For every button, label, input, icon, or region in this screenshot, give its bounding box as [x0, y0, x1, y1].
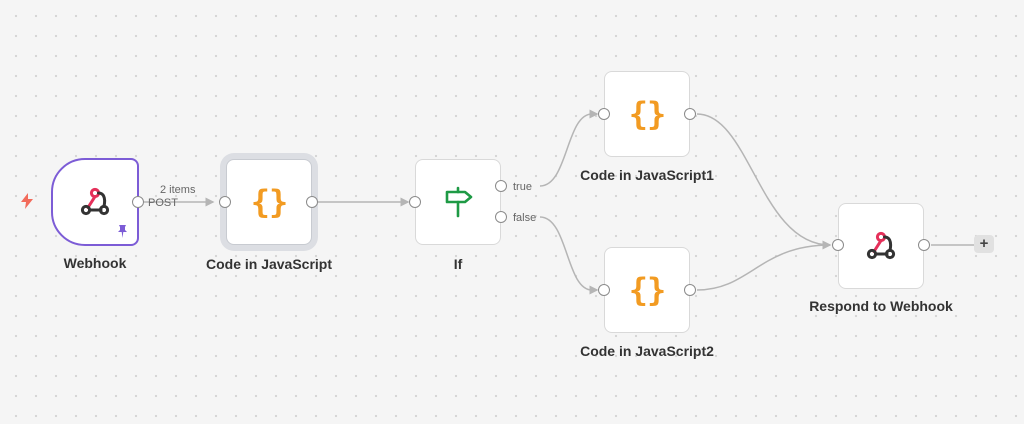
connection-code2-to-respond[interactable] [696, 244, 831, 291]
if-input-handle[interactable] [409, 196, 421, 208]
webhook-output-handle[interactable] [132, 196, 144, 208]
connection-if-false-to-code2[interactable] [539, 216, 599, 295]
node-code-in-javascript1[interactable]: {} [604, 71, 690, 157]
node-code-in-javascript2[interactable]: {} [604, 247, 690, 333]
edge-items-label: 2 items [160, 184, 196, 196]
signpost-icon [445, 186, 473, 218]
code-braces-icon: {} [250, 183, 289, 221]
code-output-handle[interactable] [306, 196, 318, 208]
node-label-code2: Code in JavaScript2 [580, 343, 714, 359]
node-code-in-javascript[interactable]: {} [226, 159, 312, 245]
node-label-if: If [453, 256, 463, 272]
respond-output-handle[interactable] [918, 239, 930, 251]
if-false-output-handle[interactable] [495, 211, 507, 223]
node-label-code1: Code in JavaScript1 [580, 167, 714, 183]
webhook-icon [80, 187, 110, 216]
webhook-icon [866, 231, 896, 260]
node-label-respond: Respond to Webhook [809, 298, 953, 314]
trigger-bolt-icon [21, 193, 33, 209]
code-input-handle[interactable] [219, 196, 231, 208]
code-braces-icon: {} [628, 95, 667, 133]
if-false-label: false [513, 212, 537, 224]
if-true-label: true [513, 181, 532, 193]
code2-output-handle[interactable] [684, 284, 696, 296]
pin-icon [118, 225, 127, 238]
if-true-output-handle[interactable] [495, 180, 507, 192]
node-respond-to-webhook[interactable] [838, 203, 924, 289]
node-label-webhook: Webhook [63, 255, 127, 271]
respond-input-handle[interactable] [832, 239, 844, 251]
node-label-code: Code in JavaScript [205, 256, 333, 272]
connection-if-true-to-code1[interactable] [539, 109, 599, 187]
code2-input-handle[interactable] [598, 284, 610, 296]
code1-input-handle[interactable] [598, 108, 610, 120]
connection-code1-to-respond[interactable] [696, 113, 832, 250]
code-braces-icon: {} [628, 271, 667, 309]
add-node-button[interactable]: + [974, 235, 994, 253]
node-if[interactable] [415, 159, 501, 245]
edge-method-label: POST [148, 197, 178, 209]
code1-output-handle[interactable] [684, 108, 696, 120]
